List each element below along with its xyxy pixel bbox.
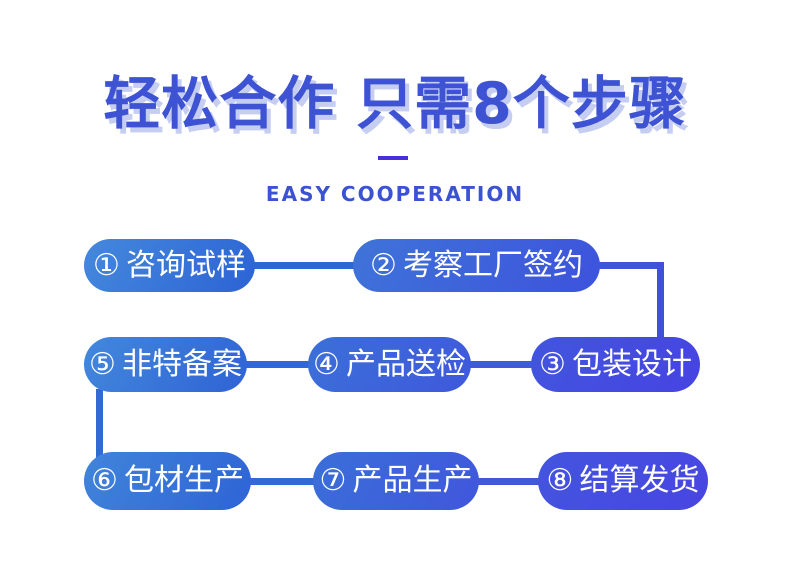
- connector-step5-step4: [245, 361, 310, 368]
- connector-step2-elbow-horizontal: [598, 262, 664, 269]
- connector-step5-step6-vertical: [96, 389, 103, 459]
- step-8-number-icon: ⑧: [546, 463, 574, 498]
- title-divider: [378, 156, 408, 160]
- step-4-label: 产品送检: [345, 346, 466, 382]
- step-5-label: 非特备案: [121, 346, 242, 382]
- step-1-pill: ① 咨询试样: [84, 239, 255, 292]
- step-6-pill: ⑥ 包材生产: [84, 452, 251, 510]
- step-7-number-icon: ⑦: [319, 463, 347, 498]
- connector-step4-step3: [469, 361, 533, 368]
- step-3-label: 包装设计: [571, 346, 692, 382]
- step-3-pill: ③ 包装设计: [531, 337, 700, 392]
- step-5-pill: ⑤ 非特备案: [84, 337, 247, 392]
- step-7-label: 产品生产: [352, 463, 473, 498]
- step-2-pill: ② 考察工厂签约: [353, 239, 600, 292]
- step-1-number-icon: ①: [93, 247, 120, 283]
- connector-step7-step8: [477, 478, 540, 485]
- step-4-pill: ④ 产品送检: [308, 337, 471, 392]
- step-2-label: 考察工厂签约: [402, 247, 583, 283]
- step-7-pill: ⑦ 产品生产: [313, 452, 479, 510]
- step-2-number-icon: ②: [370, 247, 397, 283]
- connector-step6-step7: [249, 478, 315, 485]
- step-6-number-icon: ⑥: [91, 463, 118, 498]
- step-1-label: 咨询试样: [125, 247, 246, 283]
- step-6-label: 包材生产: [123, 463, 244, 498]
- step-8-label: 结算发货: [579, 463, 700, 498]
- page-subtitle: EASY COOPERATION: [265, 182, 525, 206]
- step-8-pill: ⑧ 结算发货: [538, 452, 708, 510]
- step-5-number-icon: ⑤: [89, 346, 116, 382]
- connector-step1-step2: [253, 262, 355, 269]
- connector-step2-step3-vertical: [657, 262, 664, 344]
- step-3-number-icon: ③: [539, 346, 566, 382]
- step-4-number-icon: ④: [313, 346, 340, 382]
- page-title: 轻松合作 只需8个步骤: [103, 71, 687, 137]
